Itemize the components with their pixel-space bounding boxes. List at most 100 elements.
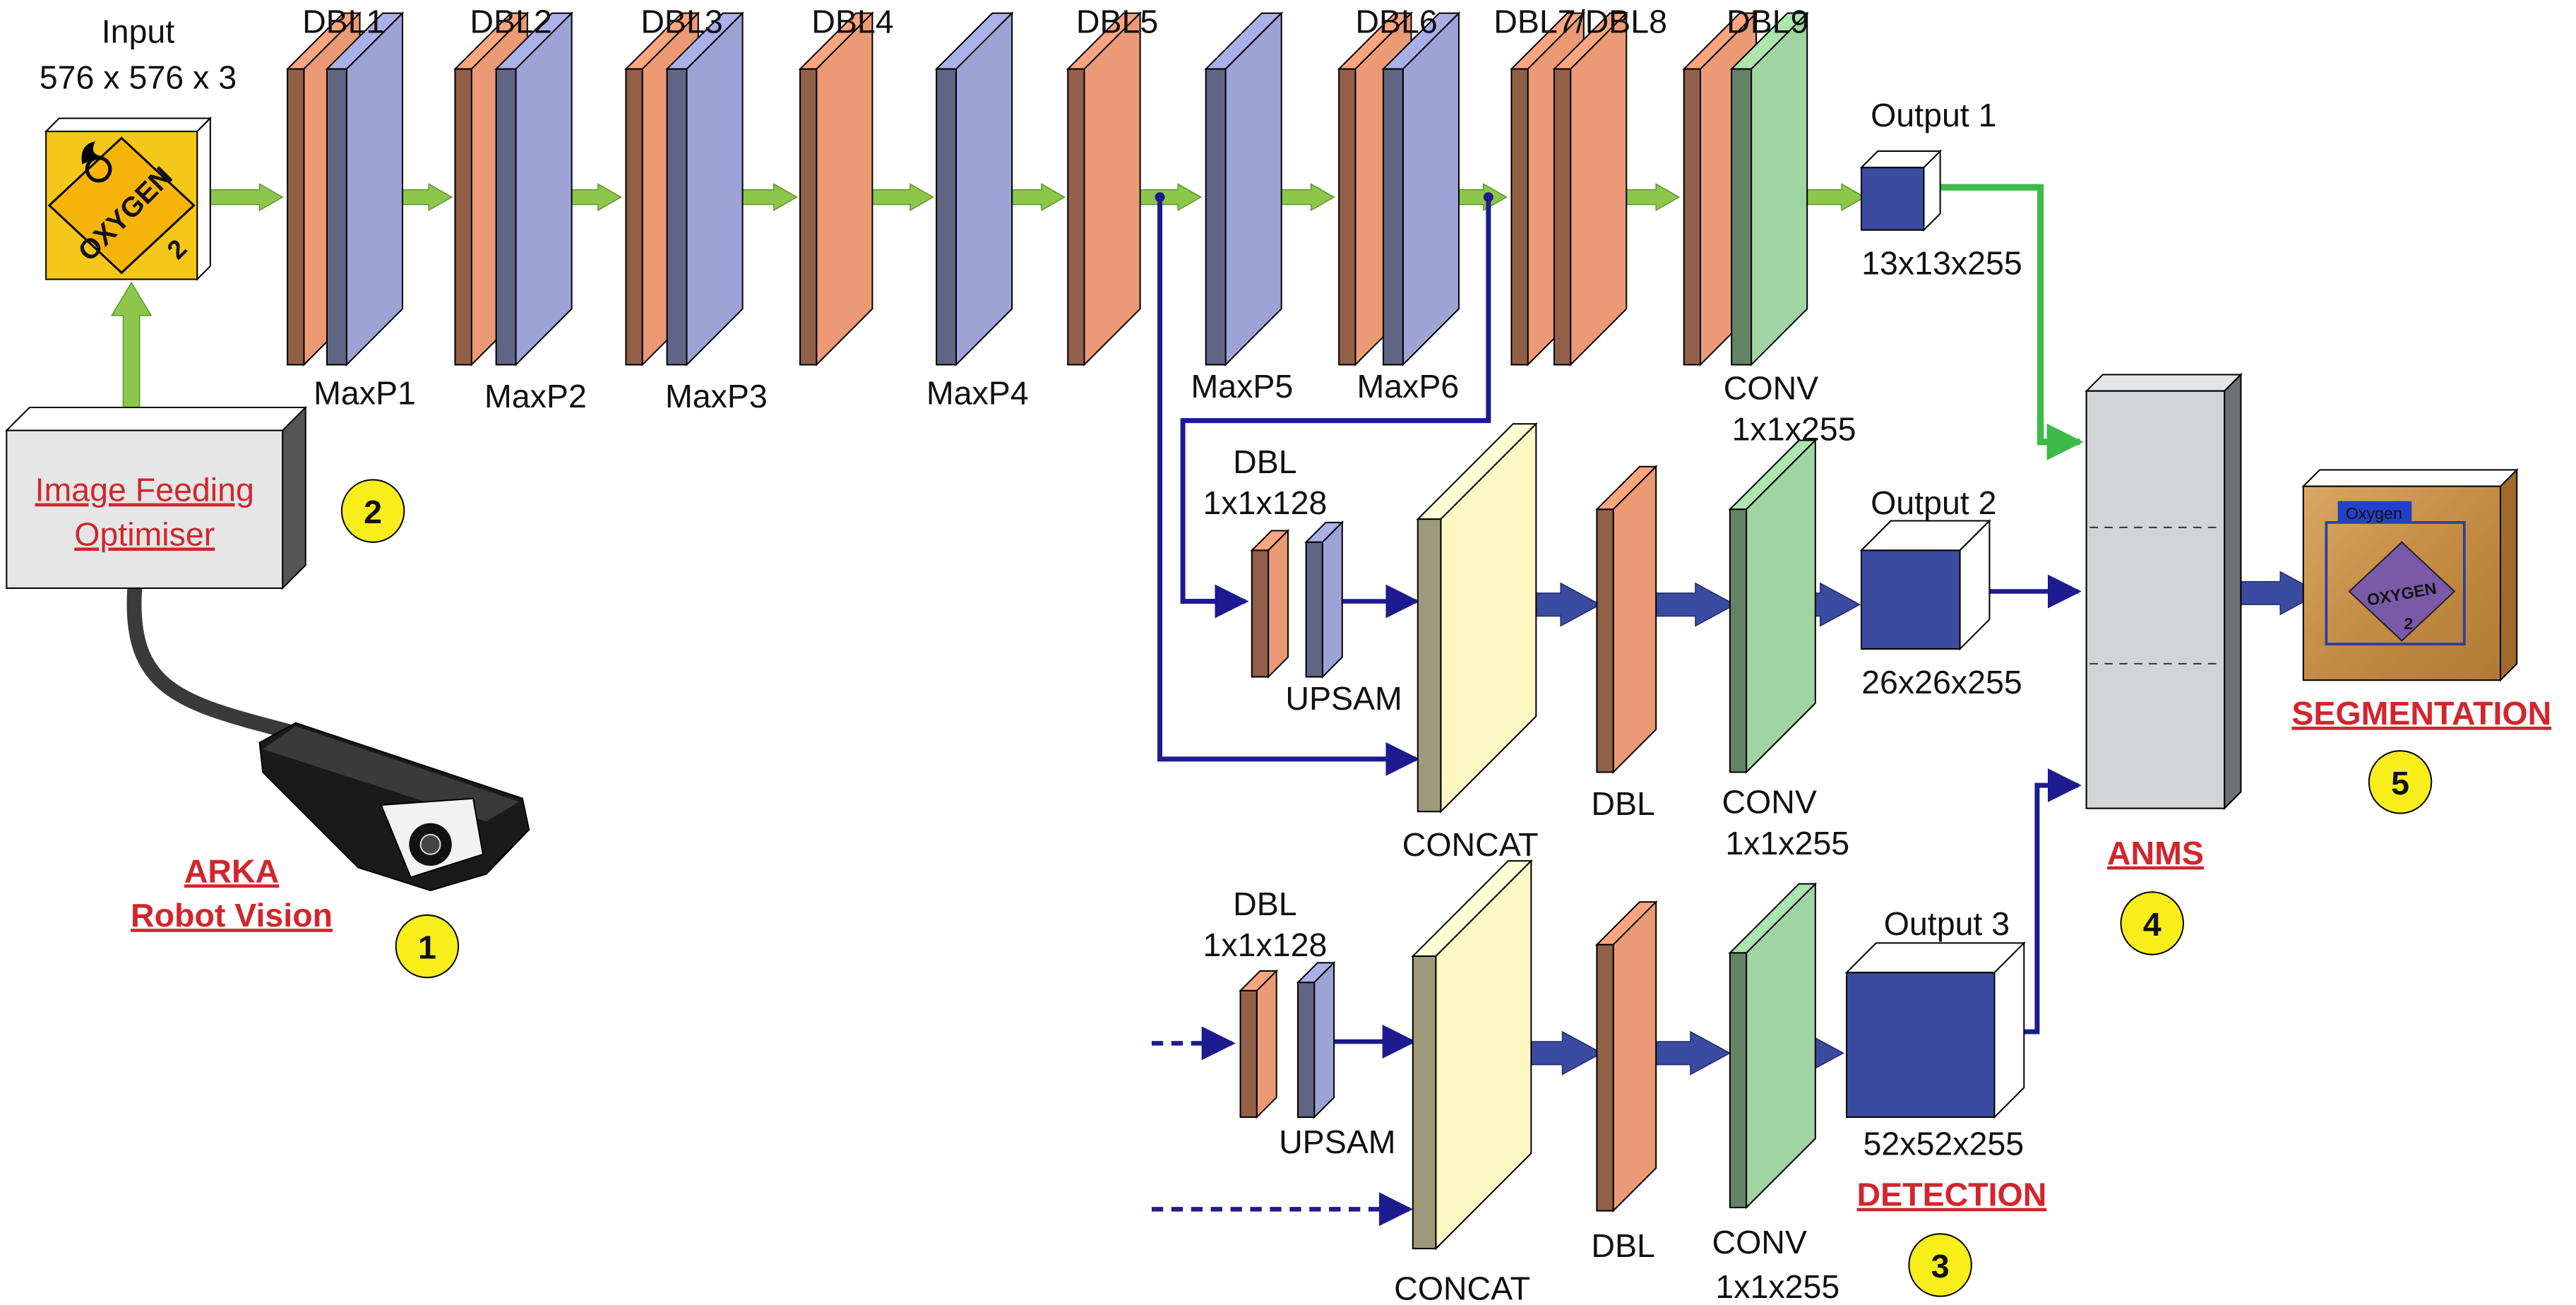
layer-maxp4-face [955,11,1013,367]
badge-1 [395,914,460,979]
b3-upsam-edge [1296,982,1316,1119]
output-1-dims: 13x13x255 [1861,245,2022,282]
b3-dbl-label: DBL [1233,886,1297,922]
b3-conv-dims: 1x1x255 [1715,1268,1839,1305]
label-maxp-6: MaxP6 [1356,368,1459,405]
label-maxp-5: MaxP5 [1191,368,1293,405]
camera-lens-inner [419,833,441,855]
layer-dbl1-edge [287,68,305,366]
b2-dbl-small [1250,529,1290,679]
layer-dbl4 [798,11,874,367]
b3-dbl-small [1239,969,1279,1119]
label-dbl-6: DBL6 [1355,4,1437,40]
arrow-top-1 [203,183,284,212]
image-feeding-optimiser-top [4,406,308,431]
b3-dbl2-label: DBL [1591,1227,1655,1264]
b2-conv-edge [1729,508,1748,773]
layer-dbl5 [1066,11,1143,367]
b2-dbl-face [1612,465,1657,774]
seg-diamond [2348,541,2456,642]
b2-concat [1416,422,1538,814]
seg-tag-bg [2337,501,2412,523]
b3-concat-edge [1412,955,1437,1250]
layer-maxp1-face [345,11,403,367]
stage-segmentation: SEGMENTATION [2291,695,2551,732]
badge-2-label: 2 [364,494,382,530]
layer-maxp2-face [515,11,573,367]
b2-arrow-dbl-conv [1654,582,1736,627]
layer-maxp5-edge [1205,68,1227,366]
b3-concat-label: CONCAT [1394,1270,1530,1305]
layer-dbl7-edge [1510,68,1529,366]
badge-4-label: 4 [2143,906,2161,943]
input-image-side [196,117,211,281]
b2-dbl-dims: 1x1x128 [1203,484,1327,521]
b2-upsam [1304,520,1344,679]
label-dbl-5: DBL5 [1076,4,1158,40]
input-image-top [44,117,213,133]
camera-hood [263,726,520,822]
label-dbl-3: DBL3 [640,4,722,40]
b2-concat-edge [1417,518,1442,813]
b2-conv [1728,439,1818,774]
path-output1-anms [1940,184,2084,460]
label-dbl-2: DBL2 [470,4,551,40]
b3-upsam [1296,960,1336,1119]
layer-conv-face [1751,11,1808,367]
b2-dbl-small-edge [1251,549,1270,678]
anms-block-top [2085,374,2243,392]
output-3-dims: 52x52x255 [1863,1126,2024,1162]
layer-maxp4-edge [936,68,958,366]
layer-maxp2-edge [495,68,517,366]
b2-dbl-edge [1596,508,1614,773]
b2-dbl-label: DBL [1233,443,1297,480]
input-title: Input [102,13,175,49]
b3-dbl-face [1612,900,1657,1213]
layer-maxp1 [325,11,405,367]
b2-dbl2-label: DBL [1591,785,1655,822]
layer-dbl9-edge [1683,68,1701,366]
b3-conv-edge [1729,952,1748,1208]
b3-dbl-edge [1596,943,1614,1212]
output-2-box [1859,519,1991,651]
path-dbl5-concat2 [1157,197,1420,776]
layer-maxp3-edge [666,68,688,366]
b3-dbl [1594,900,1658,1213]
label-dbl-8: DBL9 [1727,4,1808,40]
camera-line-2: Robot Vision [131,897,333,934]
stage-detection: DETECTION [1857,1176,2047,1213]
layer-maxp5 [1204,11,1284,367]
anms-front [2085,390,2226,809]
layer-maxp6-face [1402,11,1460,367]
b2-conv-label: CONV [1722,784,1816,821]
output-1-title: Output 1 [1871,97,1996,133]
b2-concat-label: CONCAT [1402,826,1539,863]
b2-upsam-label: UPSAM [1285,680,1402,717]
layer-dbl6-edge [1338,68,1356,366]
layer-maxp1-edge [326,68,347,366]
flame-icon-top [81,141,102,165]
output-3-box-side [1993,941,2025,1119]
b3-concat [1411,859,1533,1251]
b2-upsam-edge [1305,541,1323,678]
camera-line-1: ARKA [184,852,279,889]
layer-dbl4-edge [799,68,818,366]
output-1-box-front [1860,167,1925,231]
output-3-box-front [1846,972,1996,1119]
layer-dbl2-edge [454,68,472,366]
camera-cable [126,580,295,739]
label-maxp-1: MaxP1 [314,374,416,411]
b2-dbl [1594,465,1658,774]
b3-upsam-face [1313,960,1335,1119]
segmentation-image-side [2499,467,2518,682]
label-maxp-3: MaxP3 [665,378,768,415]
image-feeding-optimiser-side [282,405,306,590]
camera-icon [258,722,530,892]
b3-dbl-small-edge [1239,989,1258,1119]
layer-maxp6 [1381,11,1461,367]
label-maxp-4: MaxP4 [926,374,1029,411]
label-dbl-4: DBL4 [811,4,893,40]
b3-conv-label: CONV [1712,1224,1807,1261]
layer-dbl8-face [1570,11,1628,367]
layer-dbl5-face [1083,11,1141,367]
